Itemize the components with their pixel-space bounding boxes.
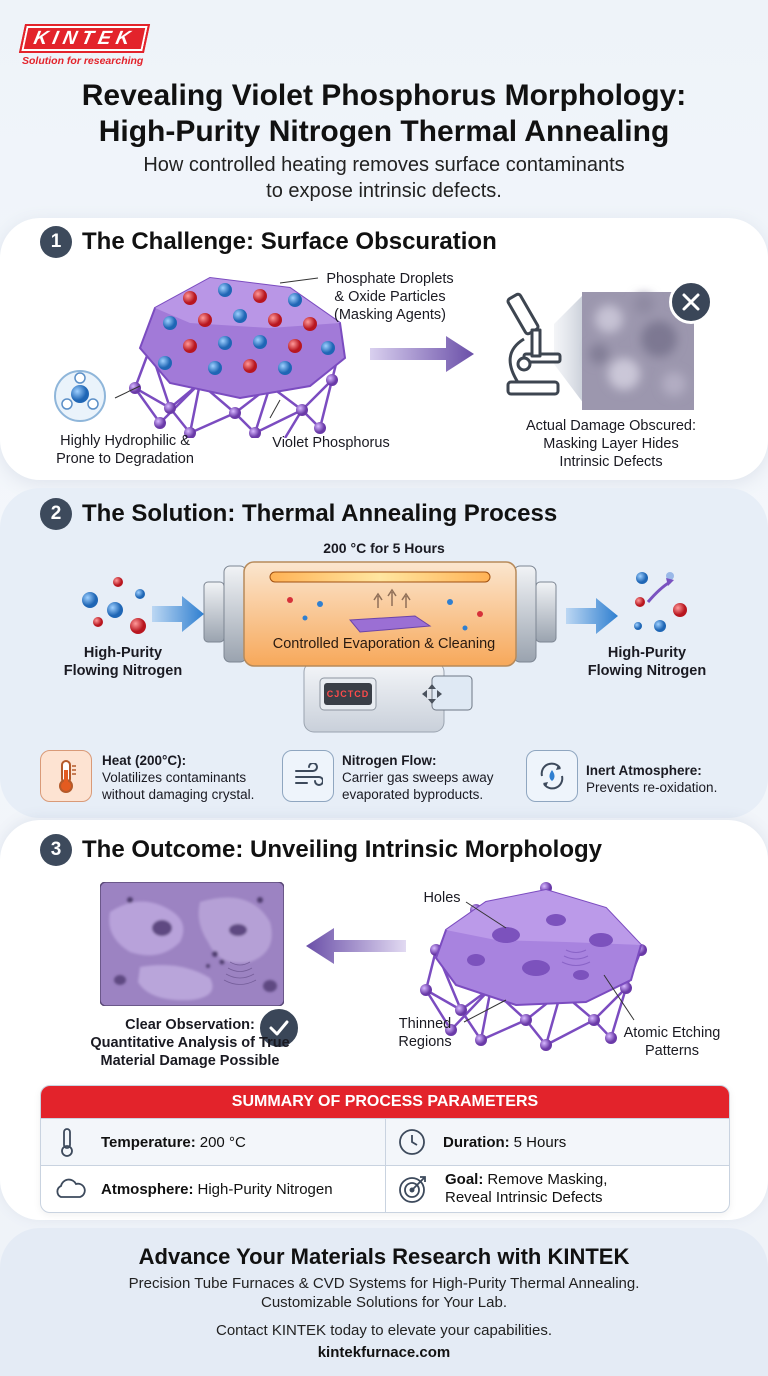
summary-atmosphere: Atmosphere:High-Purity Nitrogen	[53, 1166, 333, 1212]
tube-furnace-illustration	[203, 561, 557, 733]
section-number-badge: 1	[40, 226, 72, 258]
drop-cycle-icon	[526, 750, 578, 802]
feature-heat: Heat (200°C): Volatilizes contaminants w…	[102, 753, 255, 802]
summary-temperature: Temperature:200 °C	[55, 1119, 246, 1165]
close-x-icon	[669, 280, 713, 324]
section-1-title: The Challenge: Surface Obscuration	[82, 228, 497, 255]
sem-image-clean-surface	[100, 882, 284, 1006]
summary-table: SUMMARY OF PROCESS PARAMETERS Temperatur…	[40, 1085, 730, 1213]
section-1-heading: 1 The Challenge: Surface Obscuration	[40, 226, 497, 258]
clock-icon	[399, 1129, 425, 1155]
arrow-right-icon	[370, 336, 474, 372]
summary-goal: Goal:Remove Masking, Reveal Intrinsic De…	[397, 1166, 607, 1212]
nitrogen-inlet-molecules	[82, 577, 204, 634]
title-line-2: High-Purity Nitrogen Thermal Annealing	[98, 115, 670, 148]
title-line-1: Revealing Violet Phosphorus Morphology:	[81, 79, 687, 112]
page-title: Revealing Violet Phosphorus Morphology: …	[0, 78, 768, 150]
cta-website-link[interactable]: kintekfurnace.com	[317, 1344, 451, 1361]
wind-flow-icon	[282, 750, 334, 802]
feature-nitrogen-flow: Nitrogen Flow: Carrier gas sweeps away e…	[342, 753, 494, 802]
target-icon	[399, 1176, 426, 1203]
label-clear-observation: Clear Observation: Quantitative Analysis…	[90, 1017, 290, 1069]
label-outlet-nitrogen: High-Purity Flowing Nitrogen	[587, 645, 707, 679]
nitrogen-outlet-molecules	[566, 572, 687, 634]
vp-crystal-contaminated-illustration	[54, 276, 347, 438]
furnace-display: CJCTCD	[324, 683, 372, 705]
thermometer-icon	[40, 750, 92, 802]
annealing-condition: 200 °C for 5 Hours	[323, 540, 445, 556]
label-phosphate-droplets: Phosphate Droplets & Oxide Particles (Ma…	[326, 271, 454, 323]
label-thinned-regions: Thinned Regions	[398, 1016, 452, 1050]
cta-contact: Contact KINTEK today to elevate your cap…	[215, 1322, 552, 1339]
section-number-badge: 3	[40, 834, 72, 866]
page-subtitle: How controlled heating removes surface c…	[0, 152, 768, 204]
label-holes: Holes	[423, 890, 461, 906]
furnace-dpad-icon	[419, 681, 445, 707]
section-3-heading: 3 The Outcome: Unveiling Intrinsic Morph…	[40, 834, 602, 866]
brand-logo[interactable]: KINTEK Solution for researching	[18, 24, 154, 67]
subtitle-line-2: to expose intrinsic defects.	[266, 180, 502, 202]
vp-crystal-clean-illustration	[420, 882, 647, 1051]
label-chamber: Controlled Evaporation & Cleaning	[272, 636, 496, 652]
label-hydrophilic: Highly Hydrophilic & Prone to Degradatio…	[56, 433, 194, 467]
label-violet-phosphorus: Violet Phosphorus	[272, 435, 390, 451]
checkmark-icon	[257, 1006, 301, 1050]
cta-panel	[0, 1228, 768, 1376]
logo-tagline: Solution for researching	[22, 55, 144, 67]
label-inlet-nitrogen: High-Purity Flowing Nitrogen	[63, 645, 183, 679]
logo-wordmark: KINTEK	[18, 24, 150, 53]
section-number-badge: 2	[40, 498, 72, 530]
feature-inert-atmosphere: Inert Atmosphere: Prevents re-oxidation.	[586, 763, 718, 795]
label-atomic-etching: Atomic Etching Patterns	[623, 1025, 721, 1059]
section-2-title: The Solution: Thermal Annealing Process	[82, 500, 558, 527]
cloud-icon	[56, 1178, 86, 1198]
section-2-heading: 2 The Solution: Thermal Annealing Proces…	[40, 498, 557, 530]
subtitle-line-1: How controlled heating removes surface c…	[143, 154, 625, 176]
section-3-title: The Outcome: Unveiling Intrinsic Morphol…	[82, 836, 603, 863]
label-damage-obscured: Actual Damage Obscured: Masking Layer Hi…	[525, 418, 697, 470]
cta-body: Precision Tube Furnaces & CVD Systems fo…	[128, 1275, 640, 1311]
arrow-left-icon	[306, 928, 406, 964]
thermometer-icon	[61, 1128, 73, 1157]
summary-duration: Duration:5 Hours	[397, 1119, 566, 1165]
summary-heading: SUMMARY OF PROCESS PARAMETERS	[41, 1086, 729, 1118]
cta-title: Advance Your Materials Research with KIN…	[138, 1244, 630, 1269]
